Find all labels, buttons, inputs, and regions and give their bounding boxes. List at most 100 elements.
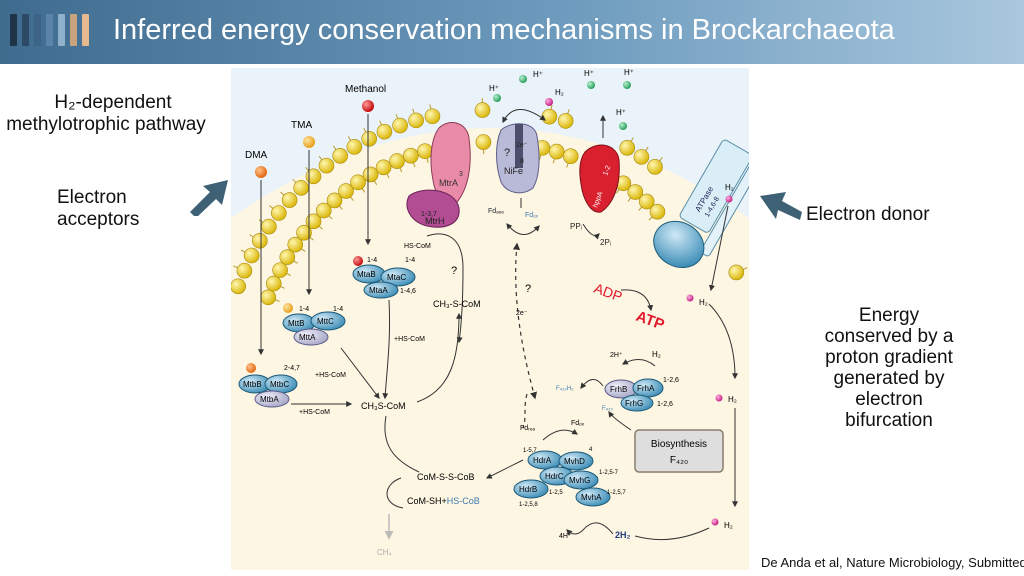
lipid-head (389, 153, 405, 169)
lipid-head (474, 102, 491, 118)
fd-cycle-top: Fdₐₑₑ Fdₒₓ ? 2e⁻ (488, 198, 540, 429)
proton-2-label: H⁺ (489, 84, 499, 93)
fd-ox-mid: Fdₒₓ (571, 420, 585, 427)
mtaa-label: MtaA (369, 286, 388, 295)
hdr-in-arrow (485, 459, 524, 479)
h2-inner-2 (715, 394, 723, 402)
lipid-head (417, 143, 433, 159)
lipid-head (362, 166, 379, 183)
mvhg-protein (563, 470, 599, 490)
h2-path-1 (708, 303, 738, 380)
citation: De Anda et al, Nature Microbiology, Subm… (761, 555, 1024, 570)
methanol-molecule (362, 100, 374, 112)
cytoplasm (231, 128, 749, 570)
mtt-num-1: 1-4 (299, 306, 309, 313)
atpase-head (653, 220, 705, 269)
electron-dashed (512, 242, 537, 400)
acceptors-arrow-icon (190, 180, 228, 216)
stripe-2 (22, 14, 29, 46)
proton-2 (493, 94, 501, 102)
lipid-head (332, 148, 348, 164)
lipid-head (318, 157, 335, 174)
mtrh-label: MtrH (425, 216, 445, 226)
fd-mid-arrow (542, 428, 579, 441)
mvhg-num: 1-2,5-7 (599, 470, 619, 476)
biosynthesis-rect (634, 429, 724, 473)
frh-h-arrow (621, 359, 656, 367)
slide-title: Inferred energy conservation mechanisms … (113, 14, 895, 46)
f420-arrow (580, 379, 604, 389)
biosynthesis-arrow (608, 411, 632, 431)
mvhd-label: MvhD (564, 457, 585, 466)
mtra-label: MtrA (439, 178, 458, 188)
lipid-head (260, 289, 277, 306)
pathway-title-line2: methylotrophic pathway (6, 114, 206, 135)
h2-inner-1-label: H₂ (699, 298, 708, 307)
lipid-head (403, 147, 419, 164)
mtrh-num: 1-3,7 (421, 211, 437, 218)
hdrb-label: HdrB (519, 485, 537, 494)
ch4-label: CH₄ (377, 548, 392, 557)
ppi-arrow (582, 223, 600, 240)
hs-com-top: HS-CoM (404, 243, 431, 250)
hs-com-mtt: +HS-CoM (315, 372, 346, 379)
lipid-head (272, 262, 288, 278)
frha-label: FrhA (637, 384, 655, 393)
acceptors-line1: Electron (57, 187, 127, 208)
lipid-head (647, 159, 663, 175)
stripe-3 (34, 14, 41, 46)
two-h2-label: 2H₂ (615, 530, 631, 540)
mta-num-2: 1-4 (405, 257, 415, 264)
mtt-substrate (283, 303, 293, 313)
lipid-head (236, 262, 253, 279)
mvha-num: 1-2,5,7 (607, 490, 626, 496)
hdrc-label: HdrC (545, 472, 564, 481)
nife-channel (515, 124, 523, 168)
adp-atp-arrow (620, 289, 654, 312)
nife-label: NiFe (504, 166, 523, 176)
h2-inner-3 (711, 518, 719, 526)
lipid-head (548, 143, 565, 160)
biosynthesis-line2: F₄₂₀ (670, 455, 688, 466)
ppi-label: PPᵢ (570, 222, 582, 231)
mtr-cycle: HS-CoM ? CH₃-S-CoM (404, 233, 481, 403)
hdra-num: 1-5,7 (523, 448, 537, 454)
frh-num-1: 1-2,6 (663, 377, 679, 384)
mttc-label: MttC (317, 317, 334, 326)
mtta-protein (293, 328, 329, 346)
hdrc-num: 1-2,5 (549, 490, 563, 496)
lipid-head (251, 232, 268, 249)
hdr-cycle: CoM-S-S-CoB CoM-SH+HS-CoB CH₄ (377, 459, 524, 557)
mta-num-3: 1-4,6 (400, 288, 416, 295)
hdrb-num: 1-2,5,8 (519, 502, 538, 508)
proton-3 (587, 81, 595, 89)
electron-dashed-2 (522, 393, 528, 429)
mtbb-label: MtbB (243, 380, 262, 389)
mtb-num-1: 2-4,7 (284, 365, 300, 372)
mvhd-num: 4 (589, 447, 593, 453)
proton-4 (623, 81, 631, 89)
mta-substrate (353, 256, 363, 266)
com-sh-label: CoM-SH+HS-CoB (407, 496, 480, 506)
dma-molecule (255, 166, 267, 178)
pathway-title: H₂-dependent methylotrophic pathway (6, 92, 218, 136)
lipid-head (305, 168, 322, 185)
electron-2e: 2e⁻ (516, 310, 528, 317)
lipid-head (375, 159, 392, 176)
h2-in-arrow (709, 205, 729, 292)
nife-hydrogenase: 2e⁻ 8 ? NiFe (496, 123, 540, 194)
mvha-label: MvhA (581, 493, 602, 502)
h2-top (545, 98, 553, 106)
frh-two-h: 2H⁺ (610, 352, 623, 359)
title-bar: Inferred energy conservation mechanisms … (0, 0, 1024, 64)
lipid-head (265, 275, 282, 292)
hs-com-mta: +HS-CoM (394, 336, 425, 343)
lipid-head (350, 174, 366, 191)
donor-arrow-icon (760, 192, 802, 220)
lipid-head (728, 264, 745, 281)
lipid-head (261, 218, 277, 235)
atp-synthase: ATPase 1-4,6-8 (653, 139, 749, 269)
energy-line1: Energy (858, 305, 920, 326)
proton-3-label: H⁺ (584, 69, 594, 78)
proton-out-arrow (502, 109, 546, 124)
